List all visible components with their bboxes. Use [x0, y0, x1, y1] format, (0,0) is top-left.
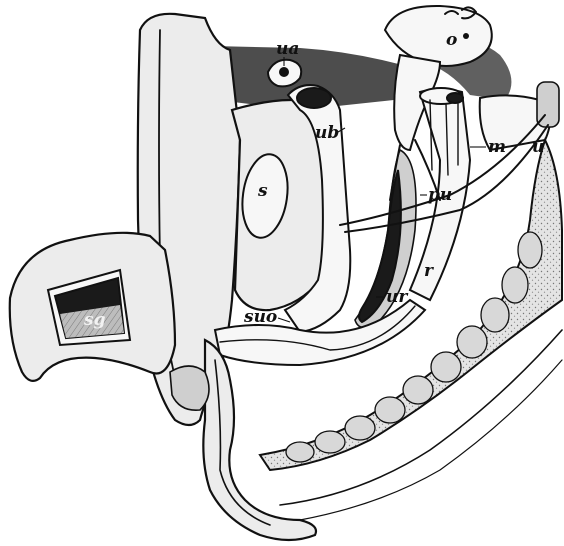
organ-o-dot: [463, 33, 469, 39]
vessel-bundle-lumen: [447, 93, 463, 103]
label-ur: ur: [386, 287, 408, 307]
ureter-tube-opening: [297, 88, 331, 108]
label-pu: pu: [428, 185, 452, 205]
label-ub: ub: [315, 123, 339, 143]
label-r: r: [424, 261, 434, 281]
label-o: o: [446, 30, 457, 50]
urachus-lumen: [279, 67, 289, 77]
leader-suo: [278, 318, 290, 322]
label-m: m: [488, 137, 506, 157]
label-suo: suo: [243, 307, 277, 327]
label-u: u: [532, 137, 544, 157]
label-ua: ua: [276, 39, 299, 59]
label-sg: sg: [83, 310, 106, 330]
label-s: s: [257, 181, 268, 201]
